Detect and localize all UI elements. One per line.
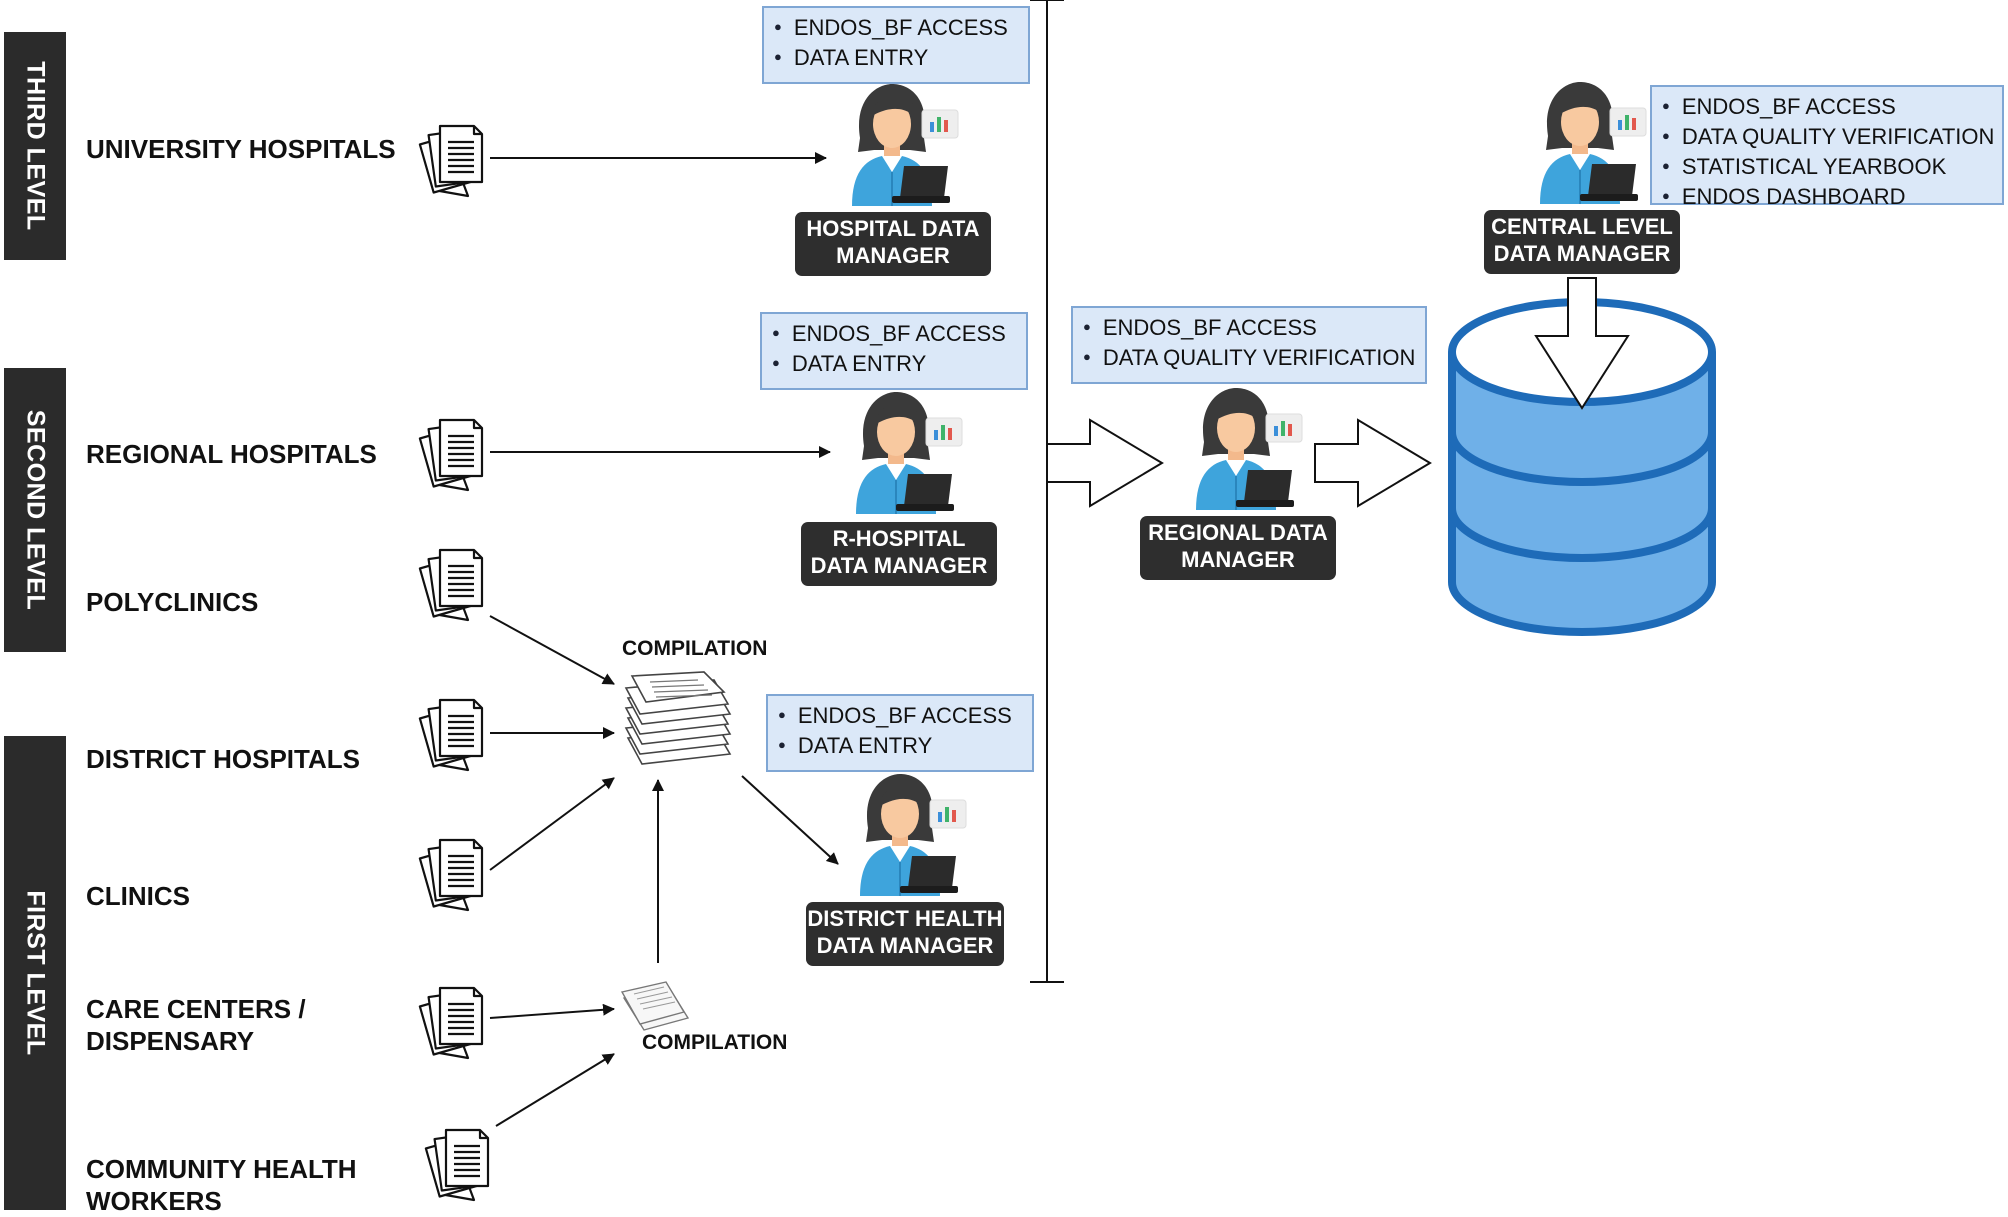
block-arrow-to-regional-dm xyxy=(1046,418,1164,508)
arrow-chw-to-compilation xyxy=(495,1053,615,1127)
first-level-band: FIRST LEVEL xyxy=(4,736,66,1210)
task-item: ENDOS_BF ACCESS xyxy=(772,320,1016,350)
facility-regional-hospitals: REGIONAL HOSPITALS xyxy=(86,439,377,469)
database-cylinder-icon xyxy=(1448,298,1716,636)
arrow-care-centers-to-compilation xyxy=(489,1003,615,1019)
task-item: DATA ENTRY xyxy=(774,44,1018,74)
second-level-band: SECOND LEVEL xyxy=(4,368,66,652)
arrow-polyclinics-to-compilation xyxy=(489,615,615,685)
facility-care-centers-line1: CARE CENTERS / xyxy=(86,994,306,1024)
role-line: REGIONAL DATA xyxy=(1148,520,1328,545)
central-dm-tasks-box: ENDOS_BF ACCESS DATA QUALITY VERIFICATIO… xyxy=(1650,85,2004,209)
task-item: DATA QUALITY VERIFICATION xyxy=(1662,123,1995,153)
role-line: DISTRICT HEALTH xyxy=(807,906,1003,931)
rhospital-data-manager-avatar-icon xyxy=(834,388,964,518)
facility-polyclinics: POLYCLINICS xyxy=(86,587,259,617)
task-item: ENDOS_BF ACCESS xyxy=(1662,93,1992,123)
rhospital-data-manager-label: R-HOSPITAL DATA MANAGER xyxy=(801,522,997,586)
hospital-data-manager-label: HOSPITAL DATA MANAGER xyxy=(795,212,991,276)
district-dm-tasks-box: ENDOS_BF ACCESS DATA ENTRY xyxy=(766,694,1034,772)
third-level-band: THIRD LEVEL xyxy=(4,32,66,260)
block-arrow-central-to-database xyxy=(1534,277,1630,410)
facility-chw-line1: COMMUNITY HEALTH xyxy=(86,1154,357,1184)
regional-data-manager-avatar-icon xyxy=(1174,384,1304,514)
central-data-manager-label: CENTRAL LEVEL DATA MANAGER xyxy=(1484,210,1680,274)
hospital-dm-tasks-box: ENDOS_BF ACCESS DATA ENTRY xyxy=(762,6,1030,84)
central-data-manager-avatar-icon xyxy=(1518,78,1648,208)
facility-clinics: CLINICS xyxy=(86,881,190,911)
arrow-clinics-to-compilation xyxy=(489,777,615,871)
facility-university-hospitals: UNIVERSITY HOSPITALS xyxy=(86,134,396,164)
task-item: DATA ENTRY xyxy=(778,732,1022,762)
facility-district-hospitals: DISTRICT HOSPITALS xyxy=(86,744,360,774)
role-line: R-HOSPITAL xyxy=(832,526,966,551)
task-item: ENDOS DASHBOARD xyxy=(1662,183,1992,213)
task-item: ENDOS_BF ACCESS xyxy=(774,14,1018,44)
facility-community-health-workers: COMMUNITY HEALTH WORKERS xyxy=(86,1153,357,1217)
task-item: ENDOS_BF ACCESS xyxy=(778,702,1022,732)
compilation-paper-small-icon xyxy=(620,981,690,1031)
task-item: DATA QUALITY VERIFICATION xyxy=(1083,344,1416,374)
role-line: DATA MANAGER xyxy=(1493,241,1671,266)
task-item: ENDOS_BF ACCESS xyxy=(1083,314,1415,344)
regional-data-manager-label: REGIONAL DATA MANAGER xyxy=(1140,516,1336,580)
role-line: MANAGER xyxy=(836,243,950,268)
district-data-manager-avatar-icon xyxy=(838,770,968,900)
compilation-paper-pile-icon xyxy=(624,671,732,765)
role-line: MANAGER xyxy=(1181,547,1295,572)
role-line: DATA MANAGER xyxy=(816,933,994,958)
compilation-label-upper: COMPILATION xyxy=(622,637,768,660)
arrow-compilation-to-district-dm xyxy=(741,775,839,865)
facility-care-centers: CARE CENTERS / DISPENSARY xyxy=(86,993,306,1057)
compilation-label-lower: COMPILATION xyxy=(642,1031,788,1054)
role-line: HOSPITAL DATA xyxy=(806,216,980,241)
regional-dm-tasks-box: ENDOS_BF ACCESS DATA QUALITY VERIFICATIO… xyxy=(1071,306,1427,384)
role-line: DATA MANAGER xyxy=(810,553,988,578)
rhospital-dm-tasks-box: ENDOS_BF ACCESS DATA ENTRY xyxy=(760,312,1028,390)
facility-chw-line2: WORKERS xyxy=(86,1186,222,1216)
district-data-manager-label: DISTRICT HEALTH DATA MANAGER xyxy=(806,902,1004,966)
role-line: CENTRAL LEVEL xyxy=(1491,214,1673,239)
facility-care-centers-line2: DISPENSARY xyxy=(86,1026,255,1056)
task-item: DATA ENTRY xyxy=(772,350,1016,380)
block-arrow-to-database xyxy=(1314,418,1432,508)
hospital-data-manager-avatar-icon xyxy=(830,80,960,210)
task-item: STATISTICAL YEARBOOK xyxy=(1662,153,1992,183)
